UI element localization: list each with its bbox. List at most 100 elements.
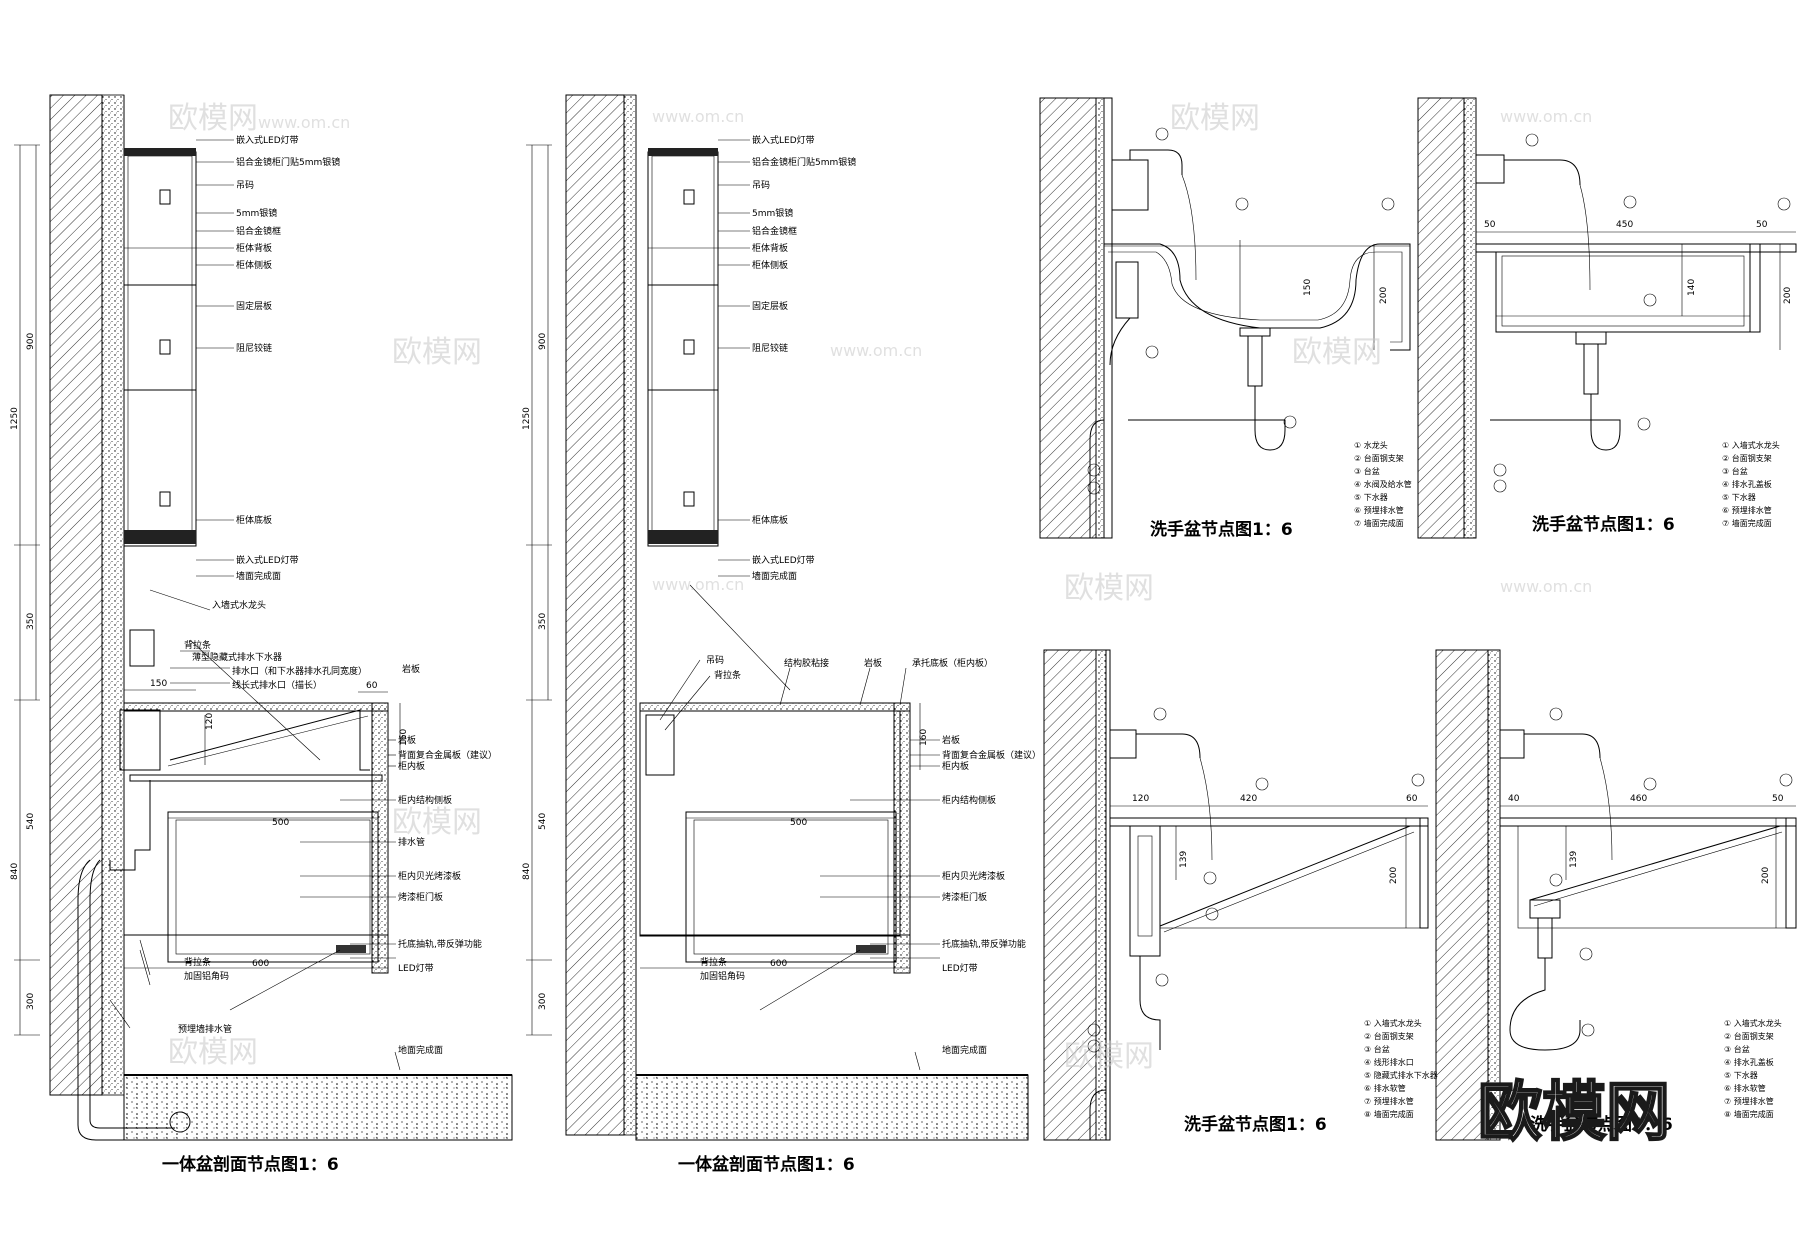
- dimension: 900: [538, 333, 548, 350]
- label: 柜内结构侧板: [398, 794, 452, 806]
- watermark-logo: 欧模网: [1292, 335, 1382, 370]
- watermark-url: www.om.cn: [1500, 577, 1592, 596]
- legend-item: ⑥ 排水软管: [1724, 1083, 1766, 1093]
- label: 柜内板: [942, 760, 969, 772]
- legend: ① 水龙头 ② 台面钢支架 ③ 台盆 ④ 水阀及给水管 ⑤ 下水器 ⑥ 预埋排水…: [1354, 440, 1412, 528]
- legend-item: ① 入墙式水龙头: [1724, 1018, 1782, 1028]
- legend: ① 入墙式水龙头 ② 台面钢支架 ③ 台盆 ④ 线形排水口 ⑤ 隐藏式排水下水器…: [1364, 1018, 1438, 1119]
- label: 背面复合金属板（建议）: [942, 749, 1041, 761]
- legend-item: ② 台面钢支架: [1722, 453, 1772, 463]
- legend-item: ④ 排水孔盖板: [1724, 1057, 1774, 1067]
- dimension: 350: [26, 613, 36, 630]
- label: 柜体底板: [752, 514, 788, 526]
- label: LED灯带: [942, 963, 978, 974]
- legend: ① 入墙式水龙头 ② 台面钢支架 ③ 台盆 ④ 排水孔盖板 ⑤ 下水器 ⑥ 预埋…: [1722, 440, 1780, 528]
- label: 吊码: [236, 180, 254, 191]
- label: 入墙式水龙头: [212, 599, 266, 611]
- dimension: 150: [150, 679, 167, 689]
- label: 嵌入式LED灯带: [236, 134, 299, 146]
- section-b-annotations: 嵌入式LED灯带 铝合金镜柜门贴5mm银镜 吊码 5mm银镜 铝合金镜框 柜体背…: [522, 134, 1041, 1175]
- watermark-logo: 欧模网: [1064, 1039, 1154, 1074]
- watermark-url: www.om.cn: [258, 113, 350, 132]
- watermark-url: www.om.cn: [830, 341, 922, 360]
- label: LED灯带: [398, 963, 434, 974]
- watermark-logo: 欧模网: [168, 101, 258, 136]
- dimension: 300: [538, 993, 548, 1010]
- dimension: 540: [26, 813, 36, 830]
- dimension: 139: [1179, 851, 1189, 868]
- dimension: 500: [272, 818, 289, 828]
- drawing-title: 洗手盆节点图1：6: [1184, 1114, 1327, 1135]
- dimension: 1250: [522, 407, 532, 430]
- watermark-url: www.om.cn: [652, 575, 744, 594]
- dimension: 60: [366, 681, 378, 691]
- label: 吊码: [752, 180, 770, 191]
- label: 固定层板: [752, 300, 788, 312]
- dimension: 300: [26, 993, 36, 1010]
- label: 吊码: [706, 655, 724, 666]
- label: 承托底板（柜内板）: [912, 657, 993, 669]
- legend-item: ⑤ 下水器: [1722, 492, 1756, 502]
- watermarks: 欧模网 www.om.cn 欧模网 www.om.cn 欧模网 欧模网 www.…: [168, 101, 1671, 1151]
- dimension: 60: [1406, 794, 1418, 804]
- label: 结构胶粘接: [784, 657, 829, 669]
- dimension: 600: [770, 959, 787, 969]
- dimension: 140: [1687, 279, 1697, 296]
- legend-item: ⑦ 预埋排水管: [1364, 1096, 1414, 1106]
- basin-2-drawing: 50 450 50 140 200 ① 入墙式水龙头 ② 台面钢支架 ③ 台盆 …: [1417, 97, 1797, 539]
- label: 线长式排水口（描长）: [232, 679, 322, 691]
- dimension: 540: [538, 813, 548, 830]
- label: 背拉条: [714, 669, 741, 681]
- dimension: 840: [522, 863, 532, 880]
- label: 托底抽轨,带反弹功能: [942, 938, 1026, 950]
- label: 烤漆柜门板: [398, 891, 443, 903]
- label: 铝合金镜柜门贴5mm银镜: [752, 156, 856, 168]
- label: 柜内板: [398, 760, 425, 772]
- legend-item: ① 入墙式水龙头: [1364, 1018, 1422, 1028]
- dimension: 150: [1303, 279, 1313, 296]
- label: 阻尼铰链: [752, 342, 788, 354]
- dimension: 160: [919, 729, 929, 746]
- legend-item: ① 水龙头: [1354, 440, 1388, 450]
- label: 岩板: [864, 657, 882, 669]
- basin-3-drawing: 120 420 60 139 200 ① 入墙式水龙头 ② 台面钢支架 ③ 台盆…: [1043, 649, 1438, 1141]
- watermark-logo: 欧模网: [1064, 571, 1154, 606]
- watermark-logo: 欧模网: [168, 1035, 258, 1070]
- dimension: 840: [10, 863, 20, 880]
- legend-item: ⑦ 预埋排水管: [1724, 1096, 1774, 1106]
- watermark-logo: 欧模网: [1170, 101, 1260, 136]
- label: 嵌入式LED灯带: [236, 554, 299, 566]
- watermark-logo: 欧模网: [392, 335, 482, 370]
- label: 加固铝角码: [700, 970, 745, 982]
- watermark-url: www.om.cn: [1500, 107, 1592, 126]
- drawing-title: 一体盆剖面节点图1：6: [162, 1154, 339, 1175]
- label: 背拉条: [184, 639, 211, 651]
- dimension: 120: [205, 713, 215, 730]
- label: 柜体背板: [752, 242, 788, 254]
- dimension: 500: [790, 818, 807, 828]
- label: 背面复合金属板（建议）: [398, 749, 497, 761]
- legend-item: ⑦ 墙面完成面: [1722, 518, 1772, 528]
- label: 加固铝角码: [184, 970, 229, 982]
- legend-item: ③ 台盆: [1722, 466, 1748, 476]
- basin-4-drawing: 40 460 50 139 200 ① 入墙式水龙头 ② 台面钢支架 ③ 台盆 …: [1435, 649, 1797, 1141]
- label: 5mm银镜: [236, 207, 277, 219]
- basin-1-drawing: 150 200 ① 水龙头 ② 台面钢支架 ③ 台盆 ④ 水阀及给水管 ⑤ 下水…: [1039, 97, 1412, 540]
- drawing-title: 洗手盆节点图1：6: [1532, 514, 1675, 535]
- label: 背拉条: [700, 956, 727, 968]
- label: 烤漆柜门板: [942, 891, 987, 903]
- legend-item: ⑦ 墙面完成面: [1354, 518, 1404, 528]
- label: 铝合金镜框: [236, 225, 281, 237]
- legend-item: ① 入墙式水龙头: [1722, 440, 1780, 450]
- dimension: 50: [1772, 794, 1784, 804]
- dimension: 460: [1630, 794, 1647, 804]
- dimension: 600: [252, 959, 269, 969]
- label: 固定层板: [236, 300, 272, 312]
- label: 岩板: [398, 734, 416, 746]
- label: 阻尼铰链: [236, 342, 272, 354]
- label: 地面完成面: [942, 1044, 987, 1056]
- section-b-drawing: [526, 94, 1029, 1141]
- label: 岩板: [942, 734, 960, 746]
- label: 柜体侧板: [752, 259, 788, 271]
